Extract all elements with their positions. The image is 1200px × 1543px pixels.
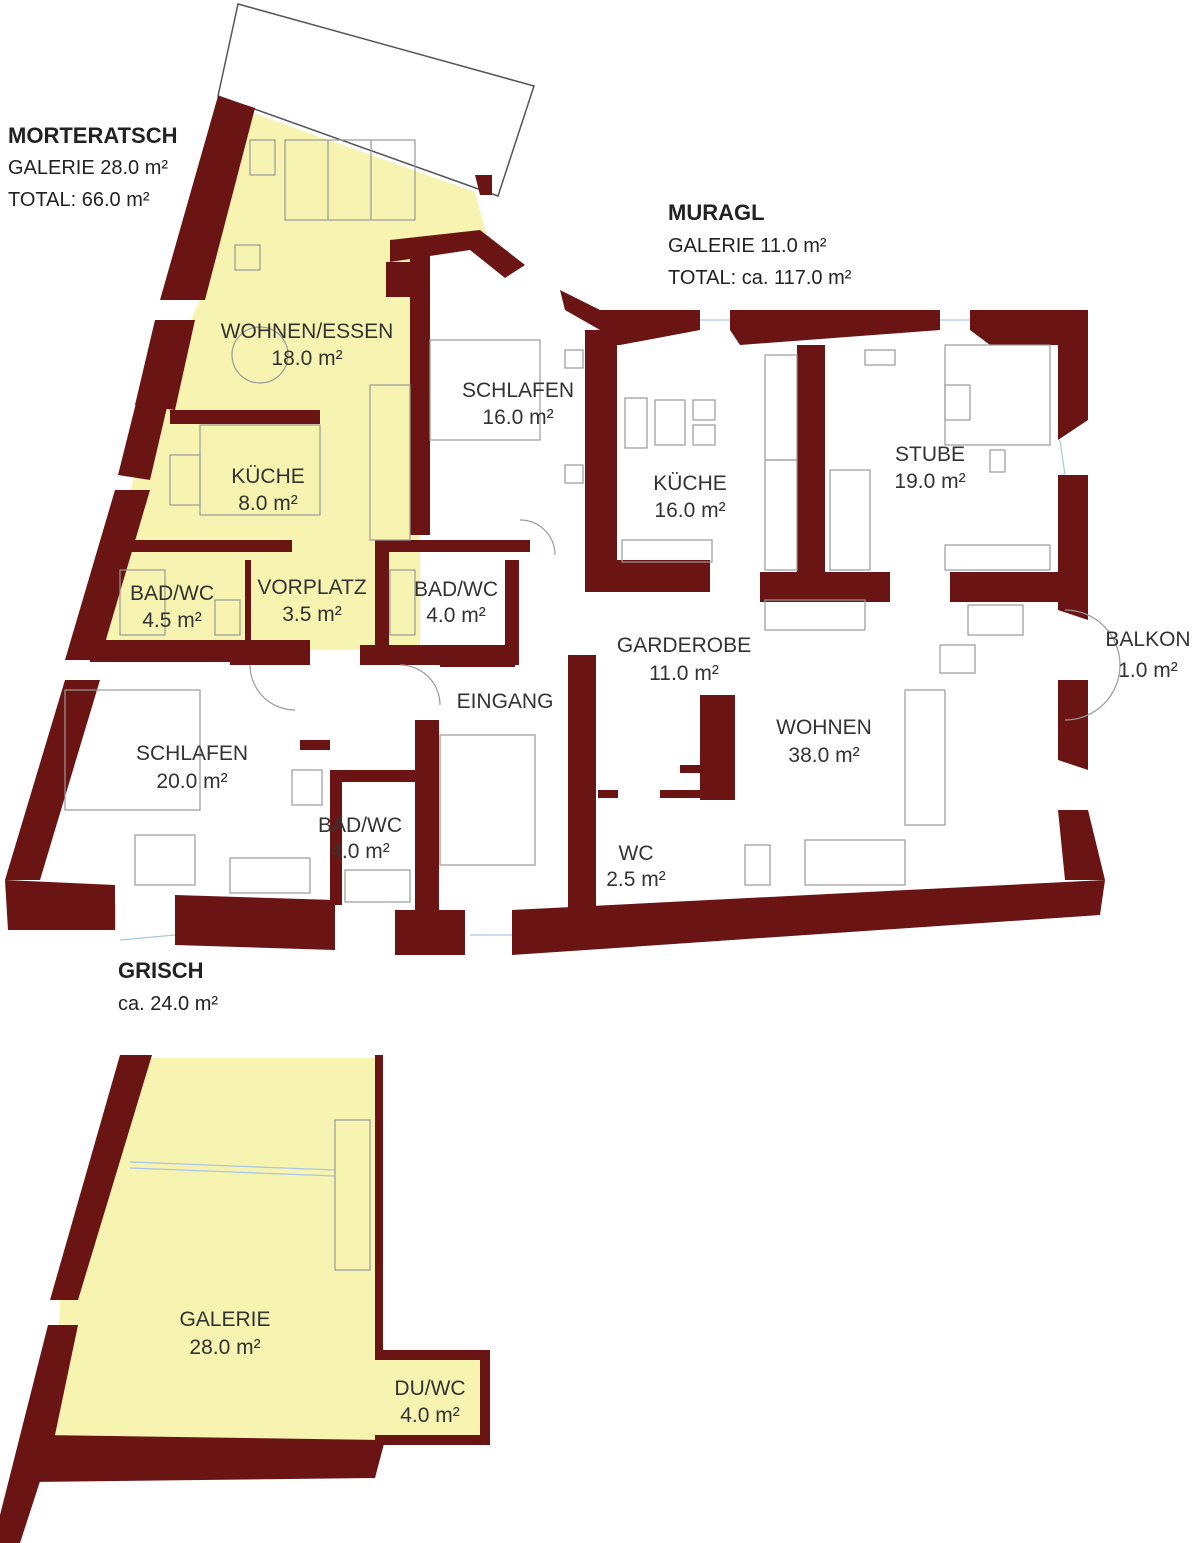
room-bad-wc-bottom-area: 4.0 m² [330,840,390,863]
room-wohnen-essen-area: 18.0 m² [271,347,342,370]
room-schlafen-top-name: SCHLAFEN [462,379,574,402]
muragl-total: TOTAL: ca. 117.0 m² [668,267,852,289]
room-bad-wc-bottom-name: BAD/WC [318,814,402,837]
morteratsch-galerie: GALERIE 28.0 m² [8,157,168,179]
morteratsch-title: MORTERATSCH [8,123,177,148]
room-du-wc-area: 4.0 m² [400,1404,460,1427]
morteratsch-total: TOTAL: 66.0 m² [8,189,150,211]
room-kueche-left-area: 8.0 m² [238,492,298,515]
room-garderobe-name: GARDEROBE [617,634,751,657]
room-vorplatz-area: 3.5 m² [282,603,342,626]
room-du-wc-name: DU/WC [394,1377,465,1400]
room-bad-wc-mid-name: BAD/WC [414,578,498,601]
room-wc-name: WC [619,842,654,865]
room-balkon-name: BALKON [1105,628,1190,651]
room-kueche-mid-name: KÜCHE [653,472,727,495]
room-schlafen-bottom-area: 20.0 m² [156,770,227,793]
room-wc-area: 2.5 m² [606,868,666,891]
room-garderobe-area: 11.0 m² [649,662,719,685]
morteratsch-highlight [95,112,488,650]
room-galerie-area: 28.0 m² [189,1336,260,1359]
room-wohnen-essen-name: WOHNEN/ESSEN [221,320,394,343]
room-stube-area: 19.0 m² [894,470,965,493]
room-bad-wc-left-area: 4.5 m² [142,609,202,632]
muragl-title: MURAGL [668,200,765,225]
room-schlafen-top-area: 16.0 m² [482,406,553,429]
room-balkon-area: 1.0 m² [1118,659,1178,682]
room-wohnen-area: 38.0 m² [788,744,859,767]
galerie-highlight [55,1058,375,1440]
du-wc-highlight [375,1360,485,1435]
room-stube-name: STUBE [895,443,965,466]
grisch-title: GRISCH [118,958,204,983]
grisch-area: ca. 24.0 m² [118,993,218,1015]
walls [0,96,1105,1543]
room-eingang-name: EINGANG [457,690,554,713]
room-kueche-mid-area: 16.0 m² [654,499,725,522]
room-schlafen-bottom-name: SCHLAFEN [136,742,248,765]
room-kueche-left-name: KÜCHE [231,465,305,488]
muragl-galerie: GALERIE 11.0 m² [668,235,827,257]
room-vorplatz-name: VORPLATZ [257,576,366,599]
room-bad-wc-left-name: BAD/WC [130,582,214,605]
room-wohnen-name: WOHNEN [776,716,872,739]
furniture [64,139,1121,1271]
room-galerie-name: GALERIE [179,1308,270,1331]
top-balcony-outline [217,3,535,197]
room-bad-wc-mid-area: 4.0 m² [426,604,486,627]
